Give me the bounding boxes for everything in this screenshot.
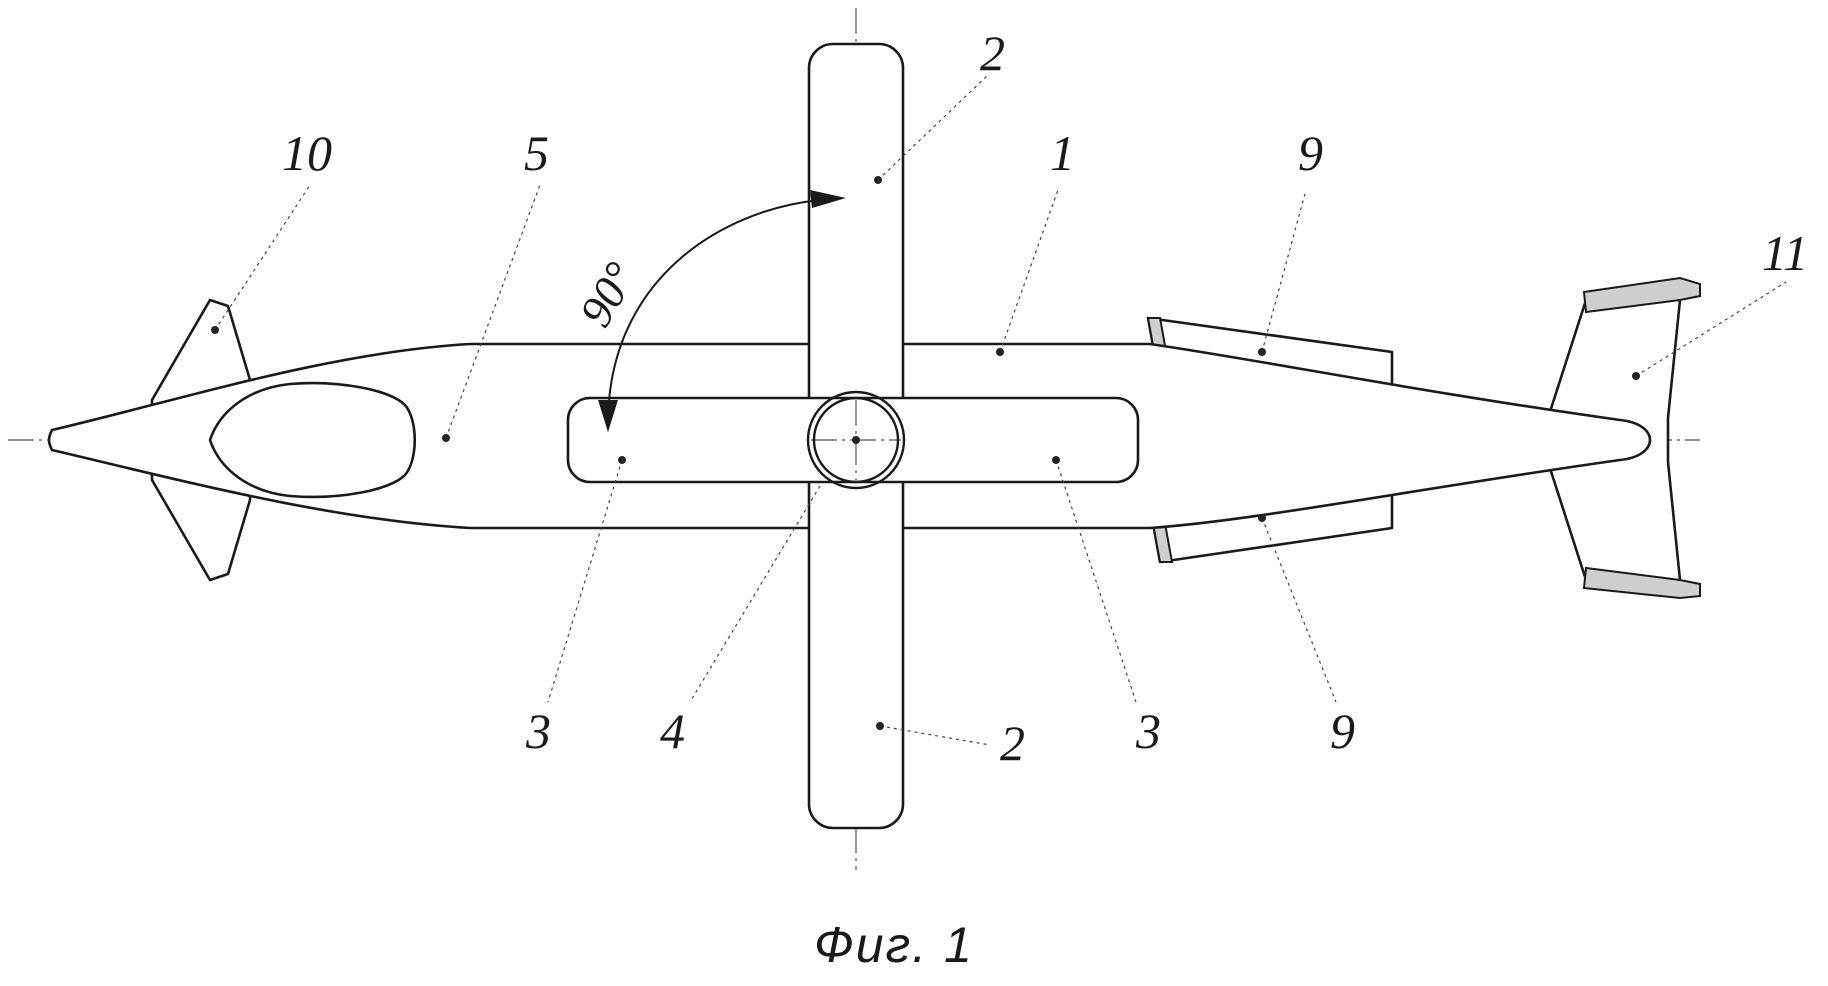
label-cockpit: 5: [524, 125, 549, 181]
label-wing-left: 3: [525, 703, 551, 759]
rotor-hub-outer: [806, 390, 906, 490]
label-body: 1: [1050, 125, 1075, 181]
label-wing-right: 3: [1135, 703, 1161, 759]
leader-dots: [211, 176, 1640, 730]
tail-endplate-top: [1582, 276, 1701, 314]
label-tail: 11: [1762, 225, 1808, 281]
angle-arc: [607, 199, 821, 421]
angle-arrow-top: [810, 190, 846, 208]
label-blade-bottom: 2: [1000, 715, 1025, 771]
label-engine-top: 9: [1298, 125, 1323, 181]
cockpit-canopy: [208, 381, 416, 499]
leader-lines: [214, 74, 1787, 746]
label-blade-top: 2: [980, 25, 1005, 81]
angle-label: 90°: [569, 254, 645, 335]
label-front-fin: 10: [282, 125, 332, 181]
figure-caption: Фиг. 1: [814, 917, 974, 973]
angle-arrow-bottom: [598, 400, 618, 432]
label-hub: 4: [660, 703, 685, 759]
label-engine-bottom: 9: [1330, 703, 1355, 759]
tail-endplate-bottom: [1582, 566, 1701, 600]
rotor-hub-inner: [812, 396, 900, 484]
